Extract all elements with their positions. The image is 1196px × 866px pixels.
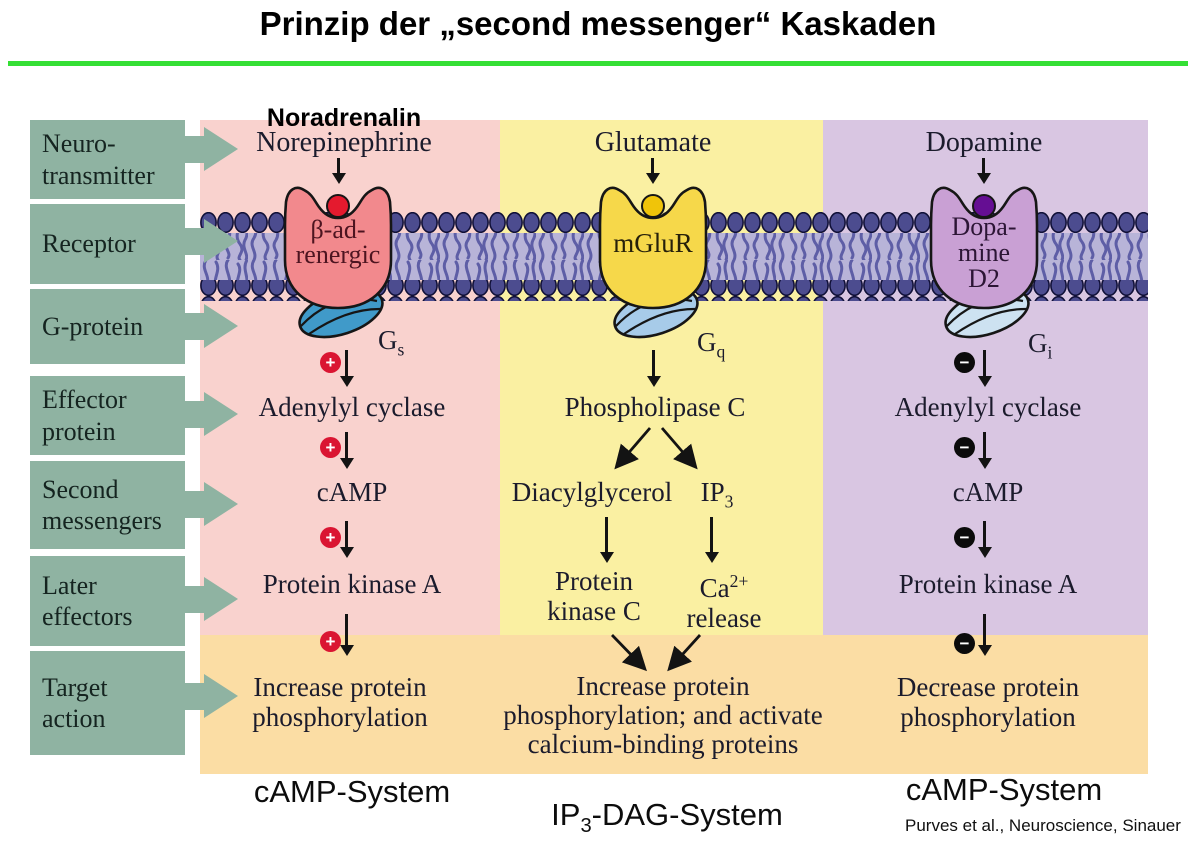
minus-badge: −	[954, 633, 975, 654]
receptor-label: Dopa- mine D2	[951, 212, 1017, 293]
ligand-dot	[326, 194, 350, 218]
target-action: Increase protein phosphorylation; and ac…	[503, 671, 823, 759]
g-protein-label: Gi	[1028, 328, 1052, 363]
receptor-shape	[283, 186, 393, 310]
g-base: G	[1028, 328, 1048, 358]
effector-protein: Phospholipase C	[564, 392, 746, 422]
g-sub: q	[716, 341, 726, 362]
down-arrow-icon	[977, 432, 992, 469]
target-action: Increase protein phosphorylation	[252, 672, 428, 732]
title-divider	[8, 61, 1188, 66]
later-effector-ca: Ca2+ release	[687, 566, 762, 633]
g-protein-label: Gq	[697, 327, 725, 362]
transmitter-name: Glutamate	[594, 127, 712, 158]
row-label-gprotein: G-protein	[30, 289, 185, 364]
row-label-text: Effector protein	[42, 385, 127, 446]
dopamine-d2-receptor-icon	[929, 186, 1039, 339]
later-effector: Protein kinase A	[898, 569, 1078, 599]
page-title: Prinzip der „second messenger“ Kaskaden	[259, 5, 937, 42]
receptor-shape	[929, 186, 1039, 310]
system-label-camp-right: cAMP-System	[905, 772, 1103, 807]
row-label-later-effectors: Later effectors	[30, 556, 185, 646]
g-protein-label: Gs	[378, 325, 404, 360]
sys-post: -DAG-System	[591, 797, 783, 832]
diverging-arrows-icon	[614, 427, 698, 470]
effector-protein: Adenylyl cyclase	[258, 392, 446, 422]
sys-sub: 3	[580, 815, 592, 838]
g-sub: i	[1047, 342, 1053, 363]
row-label-text: Target action	[42, 672, 108, 733]
transmitter-name: Dopamine	[925, 127, 1043, 158]
down-arrow-icon	[339, 614, 354, 656]
second-messenger-ip3: IP3	[701, 477, 734, 516]
minus-badge: −	[954, 352, 975, 373]
receptor-label: β-ad- renergic	[295, 215, 381, 269]
down-arrow-icon	[331, 158, 346, 184]
down-arrow-icon	[646, 350, 661, 387]
down-arrow-icon	[339, 350, 354, 387]
plus-badge: +	[320, 352, 341, 373]
ca-line2: release	[686, 603, 762, 633]
down-arrow-icon	[704, 517, 719, 563]
row-label-text: Later effectors	[42, 570, 133, 631]
down-arrow-icon	[339, 432, 354, 469]
ca-pre: Ca	[699, 573, 730, 603]
down-arrow-icon	[977, 521, 992, 558]
sys-pre: IP	[551, 797, 581, 832]
second-messenger: cAMP	[316, 477, 388, 507]
effector-protein: Adenylyl cyclase	[894, 392, 1082, 422]
minus-badge: −	[954, 527, 975, 548]
down-arrow-icon	[645, 158, 660, 184]
citation: Purves et al., Neuroscience, Sinauer	[905, 816, 1181, 835]
second-messenger: cAMP	[952, 477, 1024, 507]
down-arrow-icon	[339, 521, 354, 558]
target-action: Decrease protein phosphorylation	[896, 672, 1080, 732]
ip3-pre: IP	[700, 477, 725, 507]
beta-adrenergic-receptor-icon	[283, 186, 393, 339]
row-label-neurotransmitter: Neuro- transmitter	[30, 120, 185, 199]
row-label-text: Neuro- transmitter	[42, 129, 155, 190]
converging-arrows-icon	[610, 634, 702, 672]
ligand-dot	[972, 194, 996, 218]
row-label-target-action: Target action	[30, 651, 185, 755]
plus-badge: +	[320, 437, 341, 458]
later-effector-pkc: Protein kinase C	[547, 566, 641, 626]
g-base: G	[378, 325, 398, 355]
system-label-camp-left: cAMP-System	[253, 774, 451, 809]
down-arrow-icon	[977, 614, 992, 656]
mglur-receptor-icon	[598, 186, 708, 339]
receptor-shape	[598, 186, 708, 310]
g-sub: s	[397, 339, 405, 360]
down-arrow-icon	[977, 350, 992, 387]
system-label-ip3-dag: IP3-DAG-System	[551, 797, 783, 838]
ligand-dot	[641, 194, 665, 218]
ip3-sub: 3	[724, 491, 734, 512]
row-label-second-messengers: Second messengers	[30, 461, 185, 549]
transmitter-annotation: Noradrenalin	[266, 104, 422, 132]
row-label-text: Second messengers	[42, 474, 162, 535]
g-base: G	[697, 327, 717, 357]
row-label-receptor: Receptor	[30, 204, 185, 284]
receptor-label: mGluR	[613, 228, 693, 258]
plus-badge: +	[320, 527, 341, 548]
later-effector: Protein kinase A	[262, 569, 442, 599]
down-arrow-icon	[599, 517, 614, 563]
second-messenger-dag: Diacylglycerol	[511, 477, 673, 507]
minus-badge: −	[954, 437, 975, 458]
transmitter-name: Norepinephrine	[256, 127, 432, 158]
ca-sup: 2+	[729, 571, 749, 591]
row-label-text: Receptor	[42, 229, 136, 259]
down-arrow-icon	[976, 158, 991, 184]
plus-badge: +	[320, 631, 341, 652]
row-label-text: G-protein	[42, 311, 144, 341]
row-label-effector-protein: Effector protein	[30, 376, 185, 455]
